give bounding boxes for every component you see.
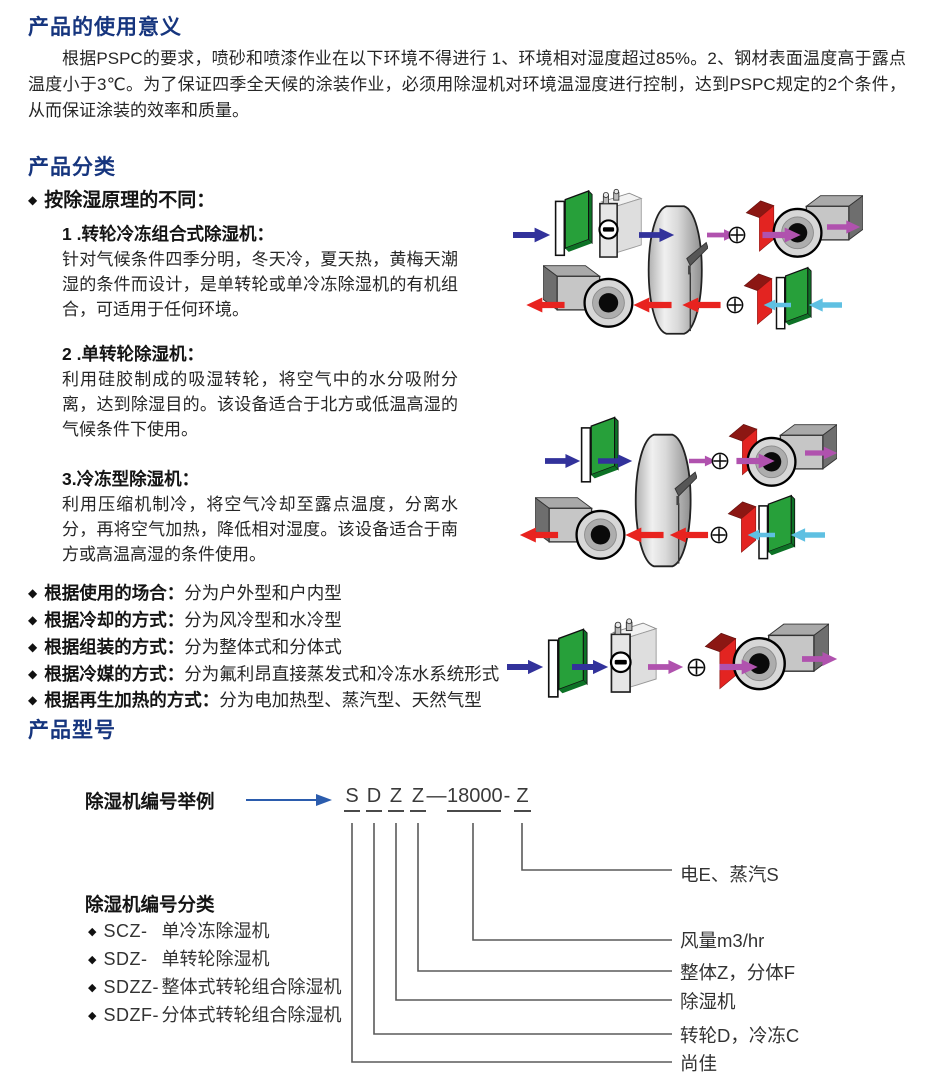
diamond-bullet-icon: ◆: [28, 586, 38, 600]
legend-code: SCZ-: [103, 921, 148, 941]
heating-plus-icon: [687, 658, 706, 677]
heater-panel-icon: [743, 273, 773, 325]
model-part: S: [344, 785, 360, 812]
filter-icon: [547, 628, 588, 698]
legend-name: 整体式转轮组合除湿机: [161, 977, 342, 997]
diagram-refrigeration-type: [507, 617, 838, 698]
classify-bullet: ◆ 根据使用的场合：分为户外型和户内型: [28, 580, 342, 605]
model-part: 18000: [447, 785, 503, 812]
airflow-arrow-icon: [808, 298, 842, 312]
type1-title: 1 .转轮冷冻组合式除湿机：: [62, 224, 274, 244]
rotor-wheel-icon: [634, 433, 697, 568]
diamond-bullet-icon: ◆: [88, 1010, 97, 1022]
classify-bullet: ◆ 根据冷却的方式：分为风冷型和水冷型: [28, 607, 342, 632]
airflow-arrow-icon: [513, 227, 551, 243]
bullet-label: 根据冷却的方式：: [44, 610, 185, 630]
legend-item: ◆ SDZF-分体式转轮组合除湿机: [88, 1001, 341, 1027]
callout-principle: 转轮D，冷冻C: [680, 1025, 800, 1046]
type2-desc: 利用硅胶制成的吸湿转轮，将空气中的水分吸附分离，达到除湿目的。该设备适合于北方或…: [62, 370, 458, 439]
legend-name: 单转轮除湿机: [161, 949, 270, 969]
callout-dehumidifier: 除湿机: [680, 991, 736, 1012]
bullet-label: 根据冷媒的方式：: [44, 664, 185, 684]
diamond-bullet-icon: ◆: [88, 982, 97, 994]
callout-air-volume: 风量m3/hr: [680, 930, 765, 951]
section-title-classification: 产品分类: [28, 156, 116, 179]
classify-bullet: ◆ 根据再生加热的方式：分为电加热型、蒸汽型、天然气型: [28, 687, 482, 712]
page-title-usage: 产品的使用意义: [28, 16, 182, 39]
filter-icon: [758, 494, 796, 560]
diamond-bullet-icon: ◆: [88, 926, 97, 938]
model-example-label: 除湿机编号举例: [85, 791, 215, 812]
usage-paragraph: 根据PSPC的要求，喷砂和喷漆作业在以下环境不得进行 1、环境相对湿度超过85%…: [28, 49, 906, 120]
heating-plus-icon: [728, 226, 746, 244]
heater-panel-icon: [745, 200, 775, 252]
legend-code: SDZ-: [103, 949, 148, 969]
model-part: Z: [514, 785, 531, 812]
callout-brand: 尚佳: [680, 1053, 718, 1074]
type1-desc: 针对气候条件四季分明，冬天冷，夏天热，黄梅天潮湿的条件而设计，是单转轮或单冷冻除…: [62, 250, 458, 319]
legend-name: 分体式转轮组合除湿机: [161, 1005, 342, 1025]
cooling-coil-icon: [598, 188, 643, 259]
section-title-model: 产品型号: [28, 719, 116, 742]
legend-code: SDZZ-: [103, 977, 159, 997]
airflow-arrow-icon: [545, 454, 581, 468]
type3-title: 3.冷冻型除湿机：: [62, 469, 200, 489]
model-part: —: [426, 785, 447, 807]
bullet-text: 分为风冷型和水冷型: [184, 610, 342, 630]
model-part: Z: [410, 785, 426, 812]
model-part: -: [503, 785, 511, 807]
principle-heading: ◆ 按除湿原理的不同：: [28, 185, 215, 212]
airflow-arrow-icon: [507, 659, 544, 675]
bullet-text: 分为户外型和户内型: [184, 583, 342, 603]
cooling-coil-icon: [609, 617, 658, 694]
type3-desc: 利用压缩机制冷，将空气冷却至露点温度，分离水分，再将空气加热，降低相对湿度。该设…: [62, 495, 458, 564]
example-arrow-icon: [246, 794, 332, 806]
bullet-label: 根据组装的方式：: [44, 637, 185, 657]
bullet-label: 根据再生加热的方式：: [44, 690, 220, 710]
legend-title: 除湿机编号分类: [85, 894, 215, 915]
callout-heat-source: 电E、蒸汽S: [680, 864, 779, 885]
legend-item: ◆ SCZ- 单冷冻除湿机: [88, 917, 269, 943]
model-part: Z: [388, 785, 404, 812]
airflow-arrow-icon: [790, 528, 825, 542]
fan-icon: [535, 496, 626, 560]
principle-heading-text: 按除湿原理的不同：: [44, 190, 216, 211]
filter-icon: [580, 416, 619, 483]
legend-item: ◆ SDZ- 单转轮除湿机: [88, 945, 269, 971]
classify-bullet: ◆ 根据组装的方式：分为整体式和分体式: [28, 634, 342, 659]
diamond-bullet-icon: ◆: [28, 640, 38, 654]
heating-plus-icon: [711, 452, 729, 470]
filter-icon: [554, 190, 593, 257]
model-connector-lines: [246, 794, 672, 1063]
legend-code: SDZF-: [103, 1005, 159, 1025]
bullet-text: 分为电加热型、蒸汽型、天然气型: [219, 690, 482, 710]
heater-panel-icon: [704, 632, 737, 690]
diamond-bullet-icon: ◆: [28, 693, 38, 707]
type2-title: 2 .单转轮除湿机：: [62, 344, 204, 364]
heater-panel-icon: [727, 501, 757, 553]
diamond-bullet-icon: ◆: [28, 193, 38, 207]
diagram-single-rotary: [519, 416, 838, 568]
bullet-label: 根据使用的场合：: [44, 583, 185, 603]
diamond-bullet-icon: ◆: [28, 613, 38, 627]
legend-item: ◆ SDZZ-整体式转轮组合除湿机: [88, 973, 341, 999]
heating-plus-icon: [710, 526, 728, 544]
classify-bullet: ◆ 根据冷媒的方式：分为氟利昂直接蒸发式和冷冻水系统形式: [28, 661, 499, 686]
fan-icon: [543, 264, 634, 328]
bullet-text: 分为氟利昂直接蒸发式和冷冻水系统形式: [184, 664, 500, 684]
bullet-text: 分为整体式和分体式: [184, 637, 342, 657]
legend-name: 单冷冻除湿机: [161, 921, 270, 941]
rotor-wheel-icon: [647, 204, 708, 336]
model-part: D: [366, 785, 382, 812]
heating-plus-icon: [726, 296, 744, 314]
diamond-bullet-icon: ◆: [28, 667, 38, 681]
diagram-rotary-refrigeration-combo: [513, 188, 863, 336]
filter-icon: [775, 266, 812, 330]
callout-assembly: 整体Z，分体F: [680, 962, 796, 983]
diamond-bullet-icon: ◆: [88, 954, 97, 966]
